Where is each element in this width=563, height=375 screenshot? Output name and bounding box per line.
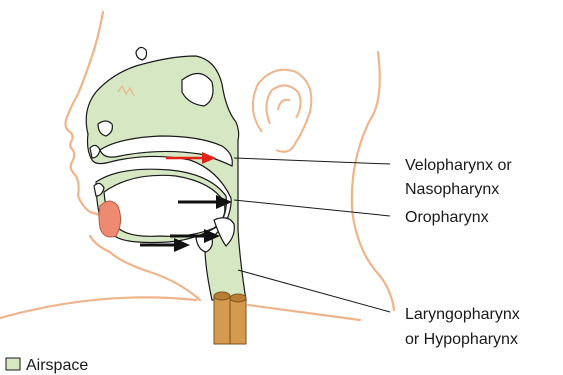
ear (253, 70, 312, 152)
lower-lip (99, 201, 121, 237)
airspace-legend-label: Airspace (26, 357, 88, 374)
label-velopharynx: Velopharynx or Nasopharynx (405, 157, 512, 198)
label-laryngopharynx: Laryngopharynx or Hypopharynx (405, 306, 520, 348)
legend: Airspace (6, 357, 88, 374)
leader-lines (234, 158, 390, 312)
laryngopharynx-label-line2: or Hypopharynx (405, 331, 518, 348)
airspace-swatch (6, 358, 20, 370)
trachea-tubes (214, 292, 246, 344)
velopharynx-label-line1: Velopharynx or (405, 157, 512, 174)
laryngopharynx-label-line1: Laryngopharynx (405, 306, 520, 323)
velopharynx-label-line2: Nasopharynx (405, 181, 499, 198)
oropharynx-label: Oropharynx (405, 209, 489, 226)
